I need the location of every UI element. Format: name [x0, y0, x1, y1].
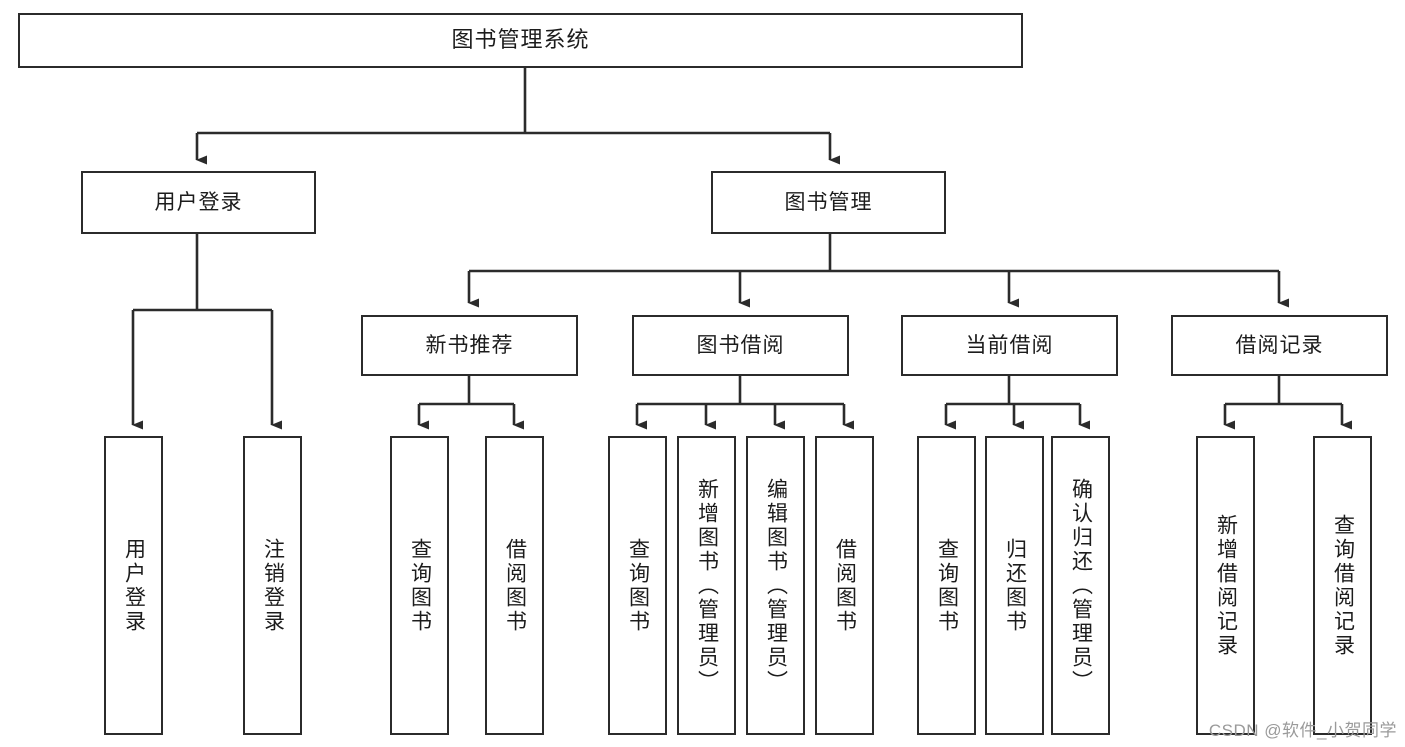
node-label: 用户登录 [122, 537, 146, 634]
node-label: 用户登录 [154, 190, 243, 214]
node-borrow-record[interactable]: 借阅记录 [1171, 315, 1388, 376]
node-book-management-system[interactable]: 图书管理系统 [18, 13, 1023, 68]
node-book-borrow[interactable]: 图书借阅 [632, 315, 849, 376]
node-leaf-query-book-1[interactable]: 查询图书 [390, 436, 449, 735]
node-new-book-recommend[interactable]: 新书推荐 [361, 315, 578, 376]
node-label: 借阅记录 [1235, 333, 1324, 357]
node-leaf-borrow-book-2[interactable]: 借阅图书 [815, 436, 874, 735]
node-leaf-confirm-return[interactable]: 确认归还（管理员） [1051, 436, 1110, 735]
node-leaf-edit-book[interactable]: 编辑图书（管理员） [746, 436, 805, 735]
node-leaf-user-login[interactable]: 用户登录 [104, 436, 163, 735]
node-label: 查询图书 [408, 537, 432, 634]
node-label: 注销登录 [261, 537, 285, 634]
node-label: 借阅图书 [503, 537, 527, 634]
node-leaf-query-record[interactable]: 查询借阅记录 [1313, 436, 1372, 735]
node-leaf-add-record[interactable]: 新增借阅记录 [1196, 436, 1255, 735]
node-leaf-query-book-2[interactable]: 查询图书 [608, 436, 667, 735]
node-book-manage[interactable]: 图书管理 [711, 171, 946, 234]
node-label: 归还图书 [1003, 537, 1027, 634]
node-label: 查询图书 [935, 537, 959, 634]
node-label: 新书推荐 [425, 333, 514, 357]
node-current-borrow[interactable]: 当前借阅 [901, 315, 1118, 376]
node-label: 编辑图书（管理员） [764, 477, 788, 694]
node-label: 图书借阅 [696, 333, 785, 357]
node-user-login[interactable]: 用户登录 [81, 171, 316, 234]
node-leaf-borrow-book-1[interactable]: 借阅图书 [485, 436, 544, 735]
node-label: 图书管理系统 [451, 27, 590, 53]
node-label: 新增借阅记录 [1214, 513, 1238, 658]
node-leaf-logout[interactable]: 注销登录 [243, 436, 302, 735]
node-leaf-query-book-3[interactable]: 查询图书 [917, 436, 976, 735]
node-label: 查询借阅记录 [1331, 513, 1355, 658]
node-leaf-return-book[interactable]: 归还图书 [985, 436, 1044, 735]
node-label: 图书管理 [784, 190, 873, 214]
node-leaf-add-book[interactable]: 新增图书（管理员） [677, 436, 736, 735]
node-label: 查询图书 [626, 537, 650, 634]
node-label: 借阅图书 [833, 537, 857, 634]
node-label: 当前借阅 [965, 333, 1054, 357]
watermark-text: CSDN @软件_小贺同学 [1208, 721, 1397, 740]
node-label: 确认归还（管理员） [1069, 477, 1093, 694]
node-label: 新增图书（管理员） [695, 477, 719, 694]
